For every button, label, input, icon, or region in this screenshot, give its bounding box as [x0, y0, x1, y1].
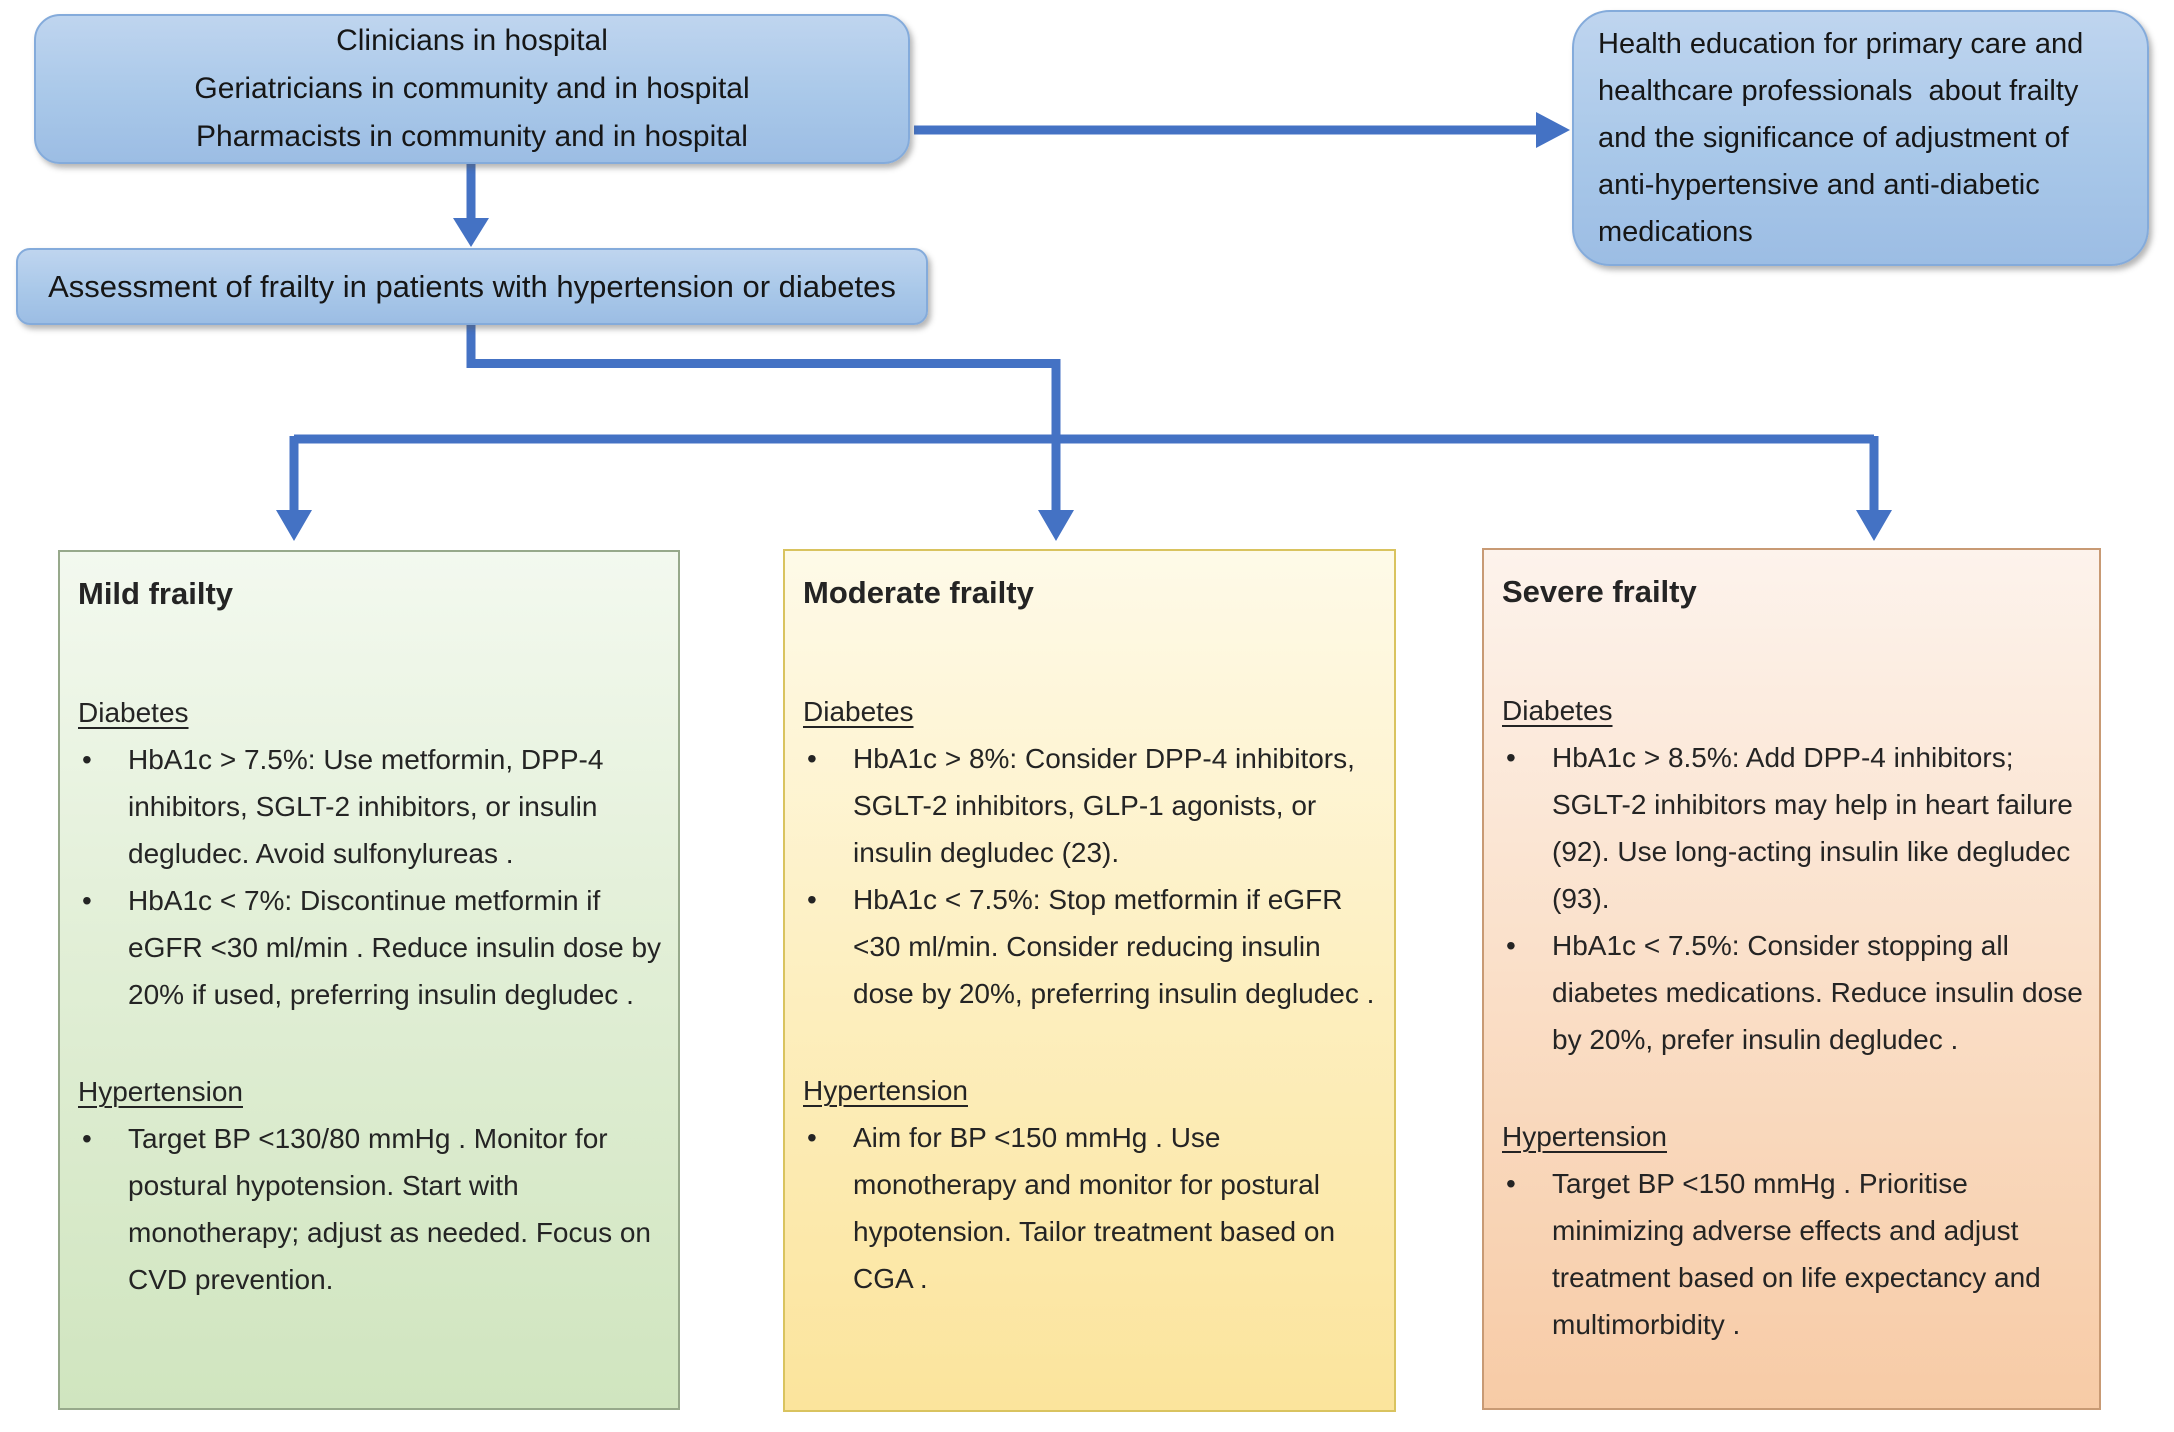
- bullet-text: HbA1c > 7.5%: Use metformin, DPP-4 inhib…: [128, 744, 604, 869]
- moderate-frailty-box: Moderate frailty Diabetes • HbA1c > 8%: …: [783, 549, 1396, 1412]
- arrow-to-moderate-frailty: [1038, 510, 1074, 541]
- bullet-item: • Target BP <130/80 mmHg . Monitor for p…: [74, 1115, 664, 1303]
- severe-hypertension-heading: Hypertension: [1502, 1121, 1667, 1152]
- bullet-marker: •: [82, 744, 92, 775]
- arrow-providers-to-education: [914, 112, 1570, 148]
- mild-frailty-title: Mild frailty: [78, 576, 234, 611]
- bullet-marker: •: [807, 884, 817, 915]
- bullet-item: • HbA1c > 8%: Consider DPP-4 inhibitors,…: [799, 735, 1380, 876]
- bullet-marker: •: [82, 1123, 92, 1154]
- assessment-box-label: Assessment of frailty in patients with h…: [48, 268, 896, 304]
- bullet-marker: •: [1506, 1168, 1516, 1199]
- bullet-item: • HbA1c < 7.5%: Consider stopping all di…: [1498, 922, 2085, 1063]
- assessment-box: Assessment of frailty in patients with h…: [16, 248, 928, 325]
- arrow-to-severe-frailty: [1856, 436, 1892, 541]
- arrow-to-mild-frailty: [276, 436, 312, 541]
- bullet-text: Aim for BP <150 mmHg . Use monotherapy a…: [853, 1122, 1336, 1294]
- providers-line-1: Clinicians in hospital: [336, 24, 608, 57]
- bullet-marker: •: [1506, 742, 1516, 773]
- moderate-hypertension-section: Hypertension • Aim for BP <150 mmHg . Us…: [799, 1067, 1380, 1302]
- arrow-providers-to-assessment: [453, 163, 489, 247]
- bullet-item: • Aim for BP <150 mmHg . Use monotherapy…: [799, 1114, 1380, 1302]
- bullet-text: HbA1c > 8%: Consider DPP-4 inhibitors, S…: [853, 743, 1355, 868]
- severe-frailty-box: Severe frailty Diabetes • HbA1c > 8.5%: …: [1482, 548, 2101, 1410]
- severe-frailty-title: Severe frailty: [1502, 574, 1697, 609]
- branch-trunk-line: [466, 323, 1061, 512]
- bullet-text: HbA1c < 7.5%: Consider stopping all diab…: [1552, 930, 2083, 1055]
- severe-diabetes-section: Diabetes • HbA1c > 8.5%: Add DPP-4 inhib…: [1498, 687, 2085, 1063]
- moderate-hypertension-heading: Hypertension: [803, 1075, 968, 1106]
- bullet-item: • HbA1c < 7%: Discontinue metformin if e…: [74, 877, 664, 1018]
- mild-diabetes-section: Diabetes • HbA1c > 7.5%: Use metformin, …: [74, 689, 664, 1018]
- mild-hypertension-heading: Hypertension: [78, 1076, 243, 1107]
- bullet-text: Target BP <130/80 mmHg . Monitor for pos…: [128, 1123, 652, 1295]
- bullet-marker: •: [807, 743, 817, 774]
- bullet-text: HbA1c > 8.5%: Add DPP-4 inhibitors; SGLT…: [1552, 742, 2073, 914]
- bullet-text: HbA1c < 7.5%: Stop metformin if eGFR <30…: [853, 884, 1375, 1009]
- providers-line-3: Pharmacists in community and in hospital: [196, 120, 748, 153]
- bullet-text: Target BP <150 mmHg . Prioritise minimiz…: [1552, 1168, 2041, 1340]
- bullet-marker: •: [82, 885, 92, 916]
- bullet-item: • HbA1c < 7.5%: Stop metformin if eGFR <…: [799, 876, 1380, 1017]
- moderate-diabetes-heading: Diabetes: [803, 696, 914, 727]
- moderate-frailty-title: Moderate frailty: [803, 575, 1034, 610]
- bullet-marker: •: [1506, 930, 1516, 961]
- bullet-item: • HbA1c > 7.5%: Use metformin, DPP-4 inh…: [74, 736, 664, 877]
- bullet-marker: •: [807, 1122, 817, 1153]
- severe-hypertension-section: Hypertension • Target BP <150 mmHg . Pri…: [1498, 1113, 2085, 1348]
- moderate-diabetes-section: Diabetes • HbA1c > 8%: Consider DPP-4 in…: [799, 688, 1380, 1017]
- providers-line-2: Geriatricians in community and in hospit…: [194, 72, 750, 105]
- bullet-item: • Target BP <150 mmHg . Prioritise minim…: [1498, 1160, 2085, 1348]
- bullet-item: • HbA1c > 8.5%: Add DPP-4 inhibitors; SG…: [1498, 734, 2085, 922]
- mild-diabetes-heading: Diabetes: [78, 697, 189, 728]
- bullet-text: HbA1c < 7%: Discontinue metformin if eGF…: [128, 885, 662, 1010]
- health-education-box: Health education for primary care and he…: [1572, 10, 2149, 266]
- providers-box: Clinicians in hospital Geriatricians in …: [34, 14, 910, 164]
- mild-hypertension-section: Hypertension • Target BP <130/80 mmHg . …: [74, 1068, 664, 1303]
- mild-frailty-box: Mild frailty Diabetes • HbA1c > 7.5%: Us…: [58, 550, 680, 1410]
- severe-diabetes-heading: Diabetes: [1502, 695, 1613, 726]
